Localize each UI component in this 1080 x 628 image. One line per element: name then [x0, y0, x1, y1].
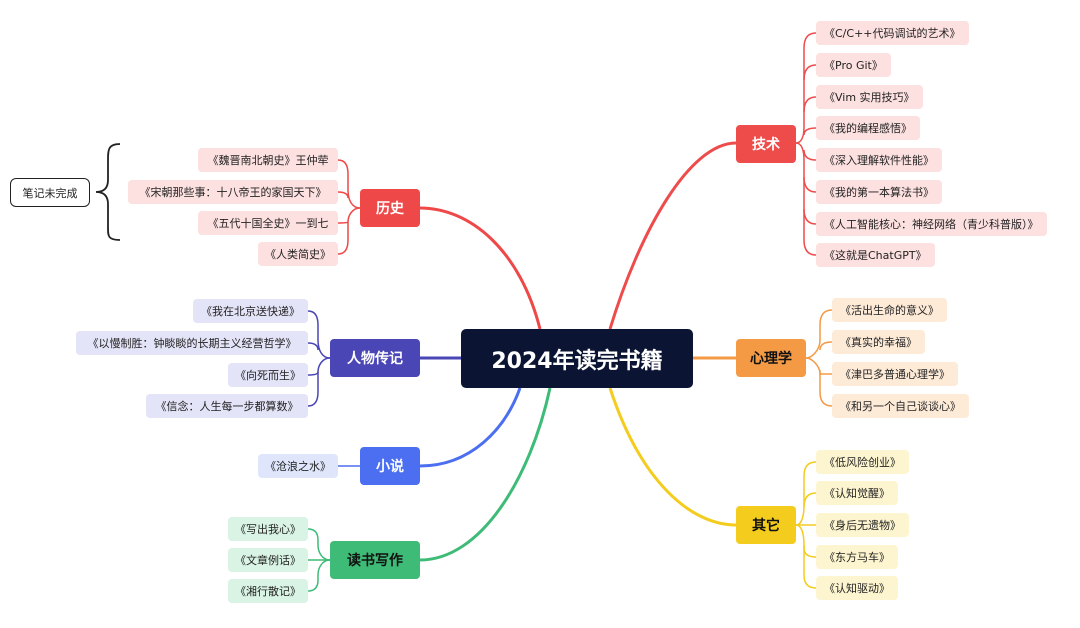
biography-leaf-lines [307, 310, 331, 407]
tech-leaf-lines [795, 32, 817, 256]
root-node[interactable]: 2024年读完书籍 [461, 329, 693, 388]
book-item[interactable]: 《我的编程感悟》 [816, 116, 920, 140]
category-tech[interactable]: 技术 [736, 125, 796, 163]
category-psychology[interactable]: 心理学 [736, 339, 806, 377]
book-item[interactable]: 《我的第一本算法书》 [816, 180, 942, 204]
history-leaf-lines [337, 159, 361, 255]
book-item[interactable]: 《活出生命的意义》 [832, 298, 947, 322]
category-history[interactable]: 历史 [360, 189, 420, 227]
category-biography[interactable]: 人物传记 [330, 339, 420, 377]
book-item[interactable]: 《人工智能核心：神经网络（青少科普版）》 [816, 212, 1047, 236]
branch-line-tech [608, 141, 737, 330]
book-item[interactable]: 《这就是ChatGPT》 [816, 243, 935, 267]
branch-line-writing [419, 387, 552, 562]
category-other[interactable]: 其它 [736, 506, 796, 544]
book-item[interactable]: 《东方马车》 [816, 545, 898, 569]
book-item[interactable]: 《C/C++代码调试的艺术》 [816, 21, 969, 45]
book-item[interactable]: 《低风险创业》 [816, 450, 909, 474]
note-bracket [95, 143, 121, 241]
category-novel[interactable]: 小说 [360, 447, 420, 485]
book-item[interactable]: 《认知驱动》 [816, 576, 898, 600]
branch-line-other [608, 387, 737, 527]
book-item[interactable]: 《写出我心》 [228, 517, 308, 541]
category-writing[interactable]: 读书写作 [330, 541, 420, 579]
book-item[interactable]: 《津巴多普通心理学》 [832, 362, 958, 386]
book-item[interactable]: 《Vim 实用技巧》 [816, 85, 923, 109]
book-item[interactable]: 《信念：人生每一步都算数》 [146, 394, 308, 418]
psychology-leaf-lines [805, 309, 833, 407]
book-item[interactable]: 《文章例话》 [228, 548, 308, 572]
writing-leaf-lines [307, 528, 331, 592]
book-item[interactable]: 《认知觉醒》 [816, 481, 898, 505]
book-item[interactable]: 《湘行散记》 [228, 579, 308, 603]
book-item[interactable]: 《以慢制胜：钟睒睒的长期主义经营哲学》 [76, 331, 308, 355]
book-item[interactable]: 《Pro Git》 [816, 53, 891, 77]
book-item[interactable]: 《人类简史》 [258, 242, 338, 266]
book-item[interactable]: 《真实的幸福》 [832, 330, 925, 354]
book-item[interactable]: 《向死而生》 [228, 363, 308, 387]
note-node[interactable]: 笔记未完成 [10, 178, 90, 207]
book-item[interactable]: 《五代十国全史》一到七 [198, 211, 338, 235]
book-item[interactable]: 《宋朝那些事：十八帝王的家国天下》 [128, 180, 338, 204]
book-item[interactable]: 《魏晋南北朝史》王仲荦 [198, 148, 338, 172]
book-item[interactable]: 《沧浪之水》 [258, 454, 338, 478]
book-item[interactable]: 《深入理解软件性能》 [816, 148, 942, 172]
book-item[interactable]: 《我在北京送快递》 [193, 299, 308, 323]
branch-line-history [419, 206, 542, 330]
book-item[interactable]: 《和另一个自己谈谈心》 [832, 394, 969, 418]
book-item[interactable]: 《身后无遗物》 [816, 513, 909, 537]
other-leaf-lines [795, 461, 817, 589]
branch-line-novel [419, 387, 522, 468]
